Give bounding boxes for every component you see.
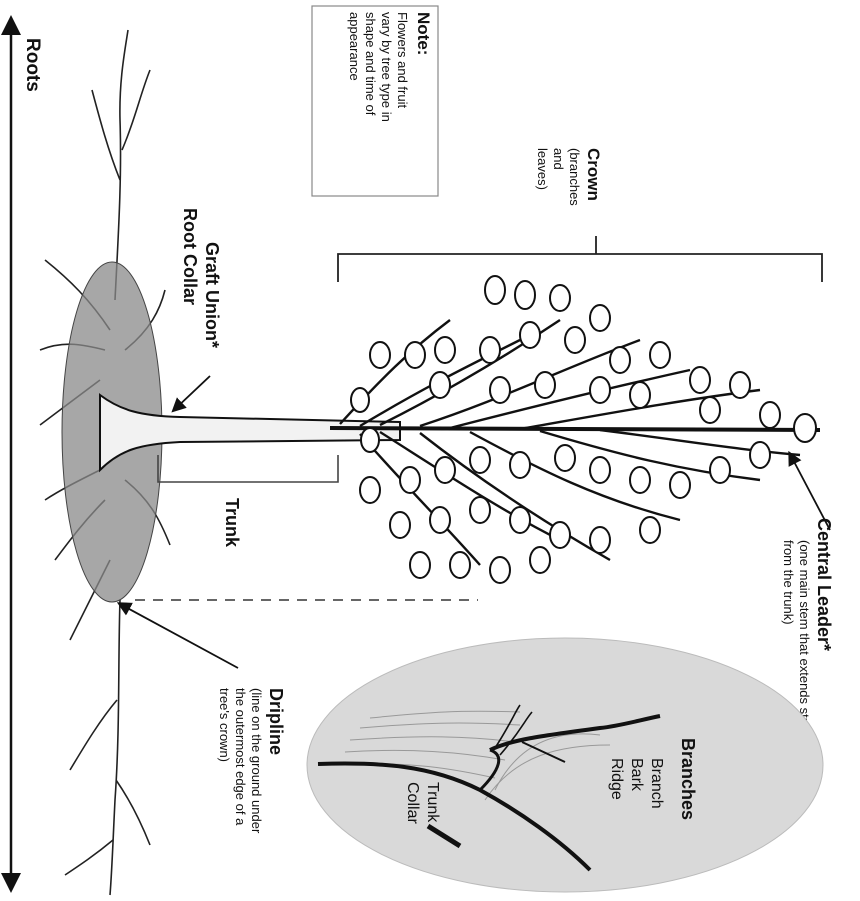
svg-text:(branches: (branches xyxy=(567,148,582,206)
svg-text:shape and time of: shape and time of xyxy=(363,12,378,116)
svg-text:Central Leader*: Central Leader* xyxy=(814,518,834,651)
svg-text:Flowers and fruit: Flowers and fruit xyxy=(395,12,410,108)
svg-text:Collar: Collar xyxy=(404,782,421,824)
svg-text:Root Collar: Root Collar xyxy=(180,208,200,305)
svg-text:tree's crown): tree's crown) xyxy=(217,688,232,762)
trunk-label: Trunk xyxy=(222,498,242,548)
svg-text:vary by tree type in: vary by tree type in xyxy=(379,12,394,122)
roots-label: Roots xyxy=(22,38,43,92)
svg-text:the outermost edge of a: the outermost edge of a xyxy=(233,688,248,826)
svg-text:and: and xyxy=(551,148,566,170)
svg-text:Crown: Crown xyxy=(584,148,603,201)
dripline-arrow xyxy=(120,604,238,668)
svg-text:Branch: Branch xyxy=(648,758,665,809)
svg-text:Graft Union*: Graft Union* xyxy=(202,242,222,348)
graft-union-arrow xyxy=(174,376,210,410)
central-leader-arrow xyxy=(790,454,830,530)
svg-text:Branches: Branches xyxy=(678,738,698,820)
svg-text:(line on the ground under: (line on the ground under xyxy=(249,688,264,834)
svg-text:Bark: Bark xyxy=(628,758,645,792)
svg-text:Trunk: Trunk xyxy=(424,782,441,823)
crown-label: Crown (branches and leaves) xyxy=(535,148,603,206)
crown-bracket xyxy=(338,236,822,282)
svg-text:Note:: Note: xyxy=(414,12,433,55)
svg-text:from the trunk): from the trunk) xyxy=(781,540,796,625)
central-leader-stem xyxy=(330,428,820,430)
svg-text:Dripline: Dripline xyxy=(266,688,286,755)
graft-union-label: Graft Union* Root Collar xyxy=(180,208,222,348)
trunk-bracket xyxy=(158,455,338,482)
dripline-label: Dripline (line on the ground under the o… xyxy=(217,688,286,834)
svg-text:Ridge: Ridge xyxy=(608,758,625,800)
svg-text:leaves): leaves) xyxy=(535,148,550,190)
svg-text:appearance: appearance xyxy=(347,12,362,81)
